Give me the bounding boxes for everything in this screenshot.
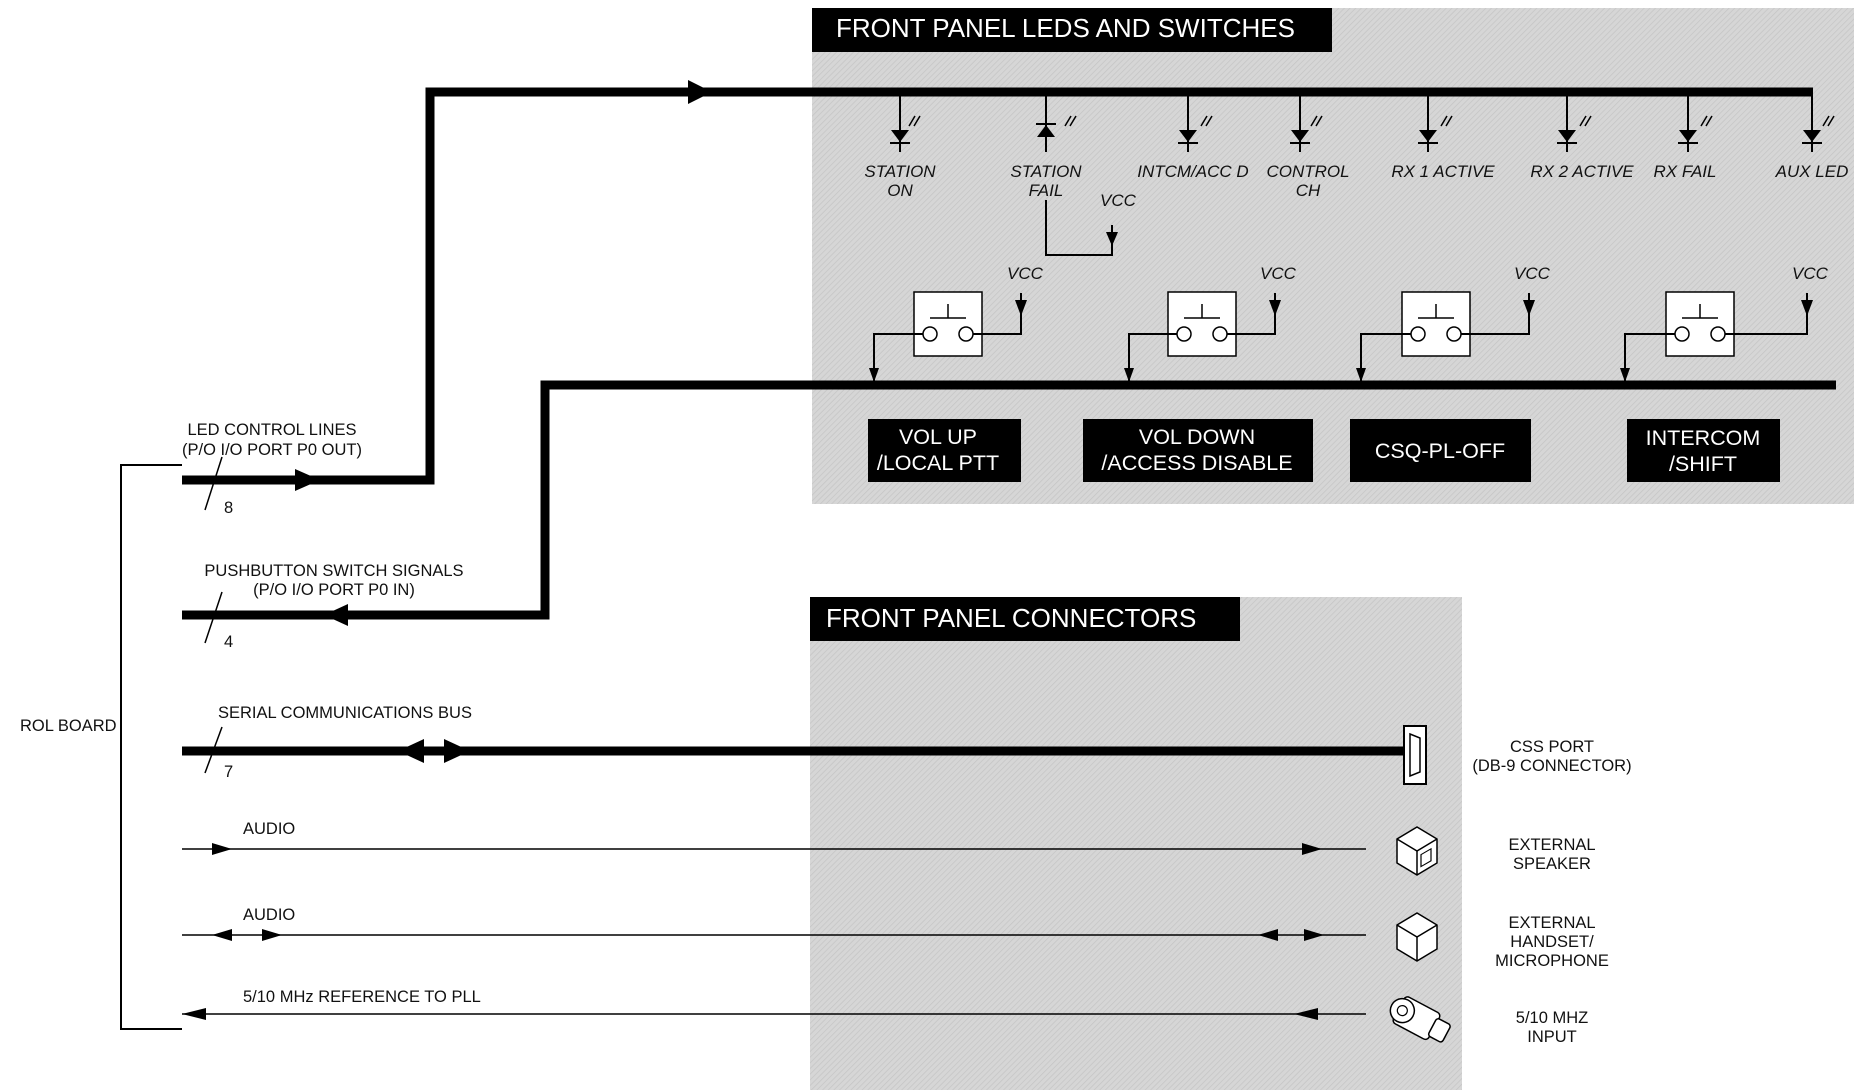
db9-connector-icon [1403,725,1427,785]
audio1-arrow-left [212,843,232,855]
led-control-ch-label-2: CH [1296,181,1321,200]
audio1-arrow-right [1302,843,1322,855]
led-intcm-label: INTCM/ACC D [1137,162,1248,181]
ext-speaker-label-1: EXTERNAL [1508,836,1595,854]
led-bus-slash [204,456,223,511]
led-intcm [1178,92,1213,152]
speaker-jack-icon [1396,826,1438,876]
css-port-label-1: CSS PORT [1510,738,1594,756]
led-station-fail-label-1: STATION [1010,162,1082,181]
audio1-label: AUDIO [243,820,295,838]
switch-1 [869,291,1027,382]
audio2-label: AUDIO [243,906,295,924]
css-port-label-2: (DB-9 CONNECTOR) [1472,757,1631,775]
led-aux-label: AUX LED [1775,162,1849,181]
led-bus-label-2: (P/O I/O PORT P0 OUT) [182,441,362,459]
btn-vol-up-line2: /LOCAL PTT [877,451,999,475]
led-bus-arrow-left [295,469,320,491]
ext-speaker-label-2: SPEAKER [1513,855,1591,873]
led-station-fail-label-2: FAIL [1029,181,1064,200]
btn-vol-down-bg [1083,419,1313,482]
switch-4-vcc: VCC [1792,264,1829,283]
reference-arrow-right [1294,1008,1318,1020]
serial-bus-slash [204,726,223,774]
btn-vol-up-bg [868,419,1021,482]
serial-bus-label: SERIAL COMMUNICATIONS BUS [218,704,472,722]
led-rx1-active-label: RX 1 ACTIVE [1391,162,1495,181]
audio2-arrow-c [1258,929,1278,941]
audio2-arrow-a [212,929,232,941]
btn-vol-down-line2: /ACCESS DISABLE [1101,451,1292,475]
pushbutton-bus [182,380,1836,620]
ext-handset-label-3: MICROPHONE [1495,952,1609,970]
led-aux [1802,92,1835,152]
switch-2-vcc: VCC [1260,264,1297,283]
led-rx1-active [1418,92,1453,152]
btn-intercom-line1: INTERCOM [1646,426,1761,450]
led-control-ch-label-1: CONTROL [1266,162,1349,181]
led-control-ch [1290,92,1323,152]
btn-vol-up-line1: VOL UP [899,425,977,449]
btn-csq-bg [1350,419,1531,482]
pushbutton-bus-slash [204,591,223,644]
pushbutton-bus-arrow [324,604,348,626]
bnc-connector-icon [1389,996,1451,1043]
btn-intercom-line2: /SHIFT [1669,452,1737,476]
handset-jack-icon [1396,912,1438,962]
reference-label: 5/10 MHz REFERENCE TO PLL [243,988,481,1006]
btn-vol-down-line1: VOL DOWN [1139,425,1255,449]
btn-csq-line1: CSQ-PL-OFF [1375,439,1505,463]
station-fail-vcc-arrow [1106,232,1118,246]
serial-bus-arrow-right [444,739,470,763]
reference-arrow-left [182,1008,206,1020]
btn-intercom-bg [1627,419,1780,482]
board-bracket [120,464,182,1030]
ext-handset-label-1: EXTERNAL [1508,914,1595,932]
led-bus-label-1: LED CONTROL LINES [187,421,356,439]
switch-1-vcc: VCC [1007,264,1044,283]
led-rx-fail-label: RX FAIL [1654,162,1717,181]
pushbutton-bus-label-2: (P/O I/O PORT P0 IN) [253,581,415,599]
ext-handset-label-2: HANDSET/ [1510,933,1594,951]
led-rx2-active [1557,92,1592,152]
leds-switches-title: FRONT PANEL LEDS AND SWITCHES [836,13,1295,43]
connectors-panel [810,597,1462,1090]
station-fail-vcc: VCC [1100,191,1137,210]
audio2-arrow-d [1304,929,1324,941]
pushbutton-bus-label-1: PUSHBUTTON SWITCH SIGNALS [204,562,463,580]
mhz-input-label-1: 5/10 MHZ [1516,1009,1588,1027]
switch-2 [1124,291,1281,382]
leds-switches-header-bg [812,8,1332,52]
led-rx2-active-label: RX 2 ACTIVE [1530,162,1634,181]
switch-3 [1356,291,1535,382]
audio2-arrow-b [262,929,282,941]
switch-4 [1620,291,1813,382]
serial-bus-arrow-left [398,739,424,763]
led-station-on-label-2: ON [887,181,913,200]
board-label: ROL BOARD [20,717,117,735]
led-bus-arrow-top [688,80,712,104]
serial-bus-count: 7 [224,763,233,781]
mhz-input-label-2: INPUT [1527,1028,1577,1046]
pushbutton-bus-count: 4 [224,633,233,651]
led-station-on [890,92,921,152]
switch-3-vcc: VCC [1514,264,1551,283]
connectors-header-bg [810,597,1240,641]
led-rx-fail [1678,92,1713,152]
connectors-title: FRONT PANEL CONNECTORS [826,603,1196,633]
led-bus-count: 8 [224,499,233,517]
led-station-fail [1036,92,1077,152]
led-station-on-label-1: STATION [864,162,936,181]
